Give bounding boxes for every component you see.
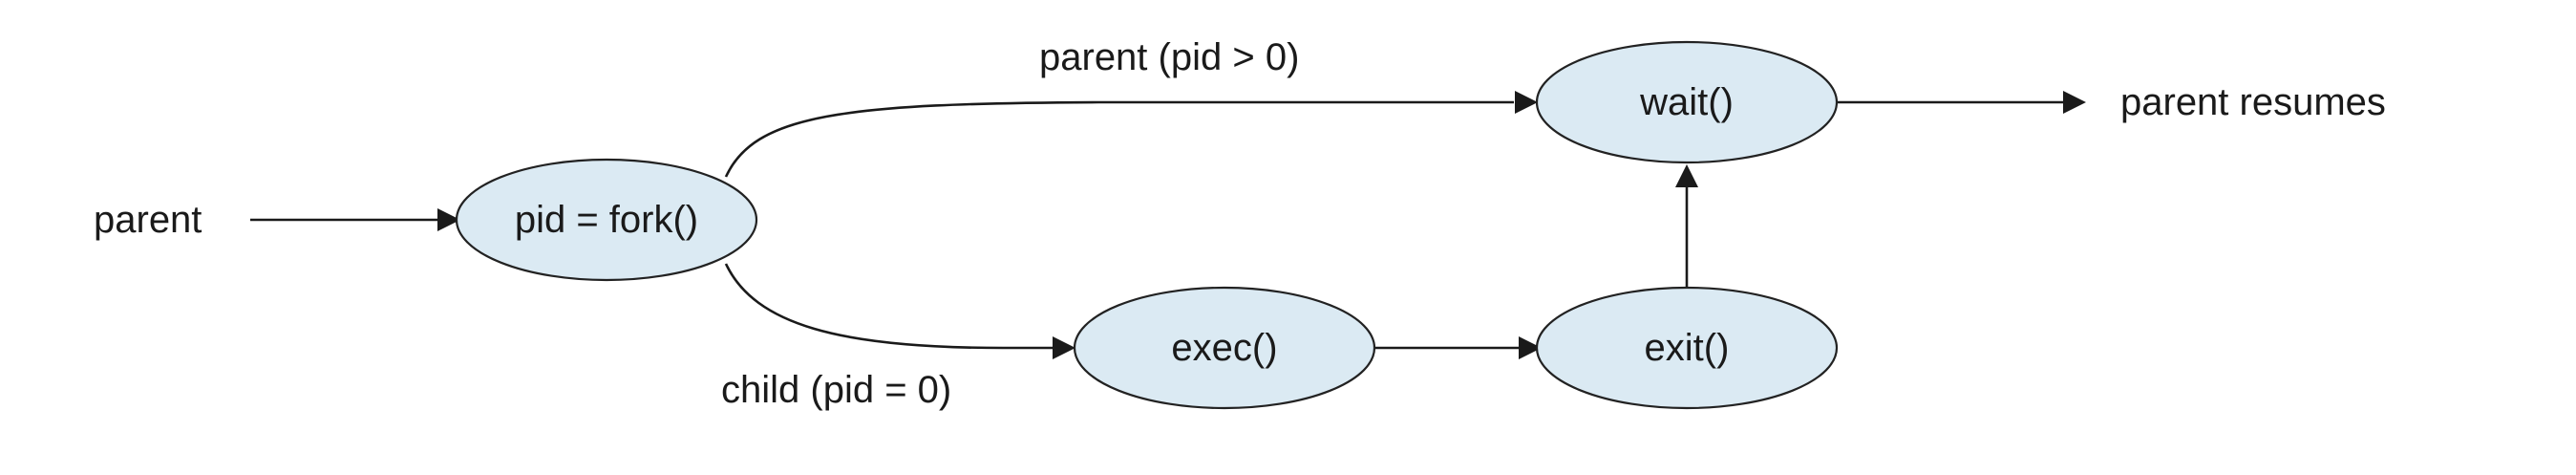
arrowhead-wait-in	[1515, 91, 1538, 114]
node-exit-shape	[1535, 286, 1839, 410]
node-fork: pid = fork()	[455, 158, 758, 282]
arrowhead-fork-in	[437, 208, 460, 231]
node-wait-label: wait()	[1639, 81, 1734, 123]
label-child-branch: child (pid = 0)	[721, 369, 951, 411]
node-exit-label: exit()	[1645, 327, 1730, 369]
node-wait-shape	[1535, 40, 1839, 164]
node-wait: wait()	[1535, 40, 1839, 164]
node-exec: exec()	[1073, 286, 1376, 410]
node-exit: exit()	[1535, 286, 1839, 410]
node-fork-shape	[455, 158, 758, 282]
arrowhead-exec-in	[1053, 336, 1075, 359]
label-parent-out: parent resumes	[2120, 81, 2386, 123]
arrowhead-resume	[2063, 91, 2086, 114]
node-exec-label: exec()	[1171, 327, 1277, 369]
arrowhead-exit-in	[1519, 336, 1542, 359]
edge-fork-to-wait	[724, 100, 1514, 178]
arrowhead-wait-from-exit	[1675, 164, 1698, 187]
label-parent-branch: parent (pid > 0)	[1039, 36, 1299, 78]
edges	[250, 91, 2086, 359]
node-exec-shape	[1073, 286, 1376, 410]
label-parent-in: parent	[94, 199, 202, 241]
edge-fork-to-exec	[724, 263, 1053, 350]
node-fork-label: pid = fork()	[515, 199, 698, 241]
